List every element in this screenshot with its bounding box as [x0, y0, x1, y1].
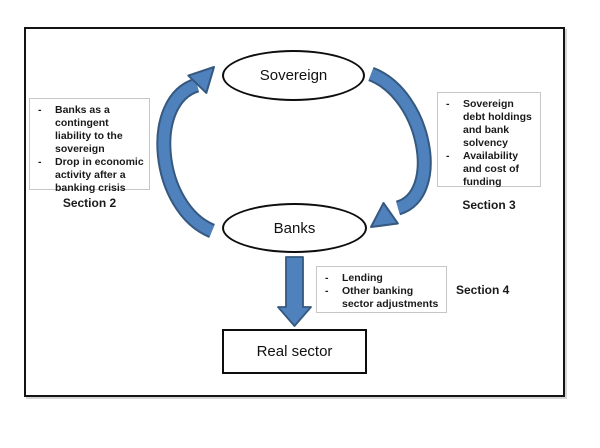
bullet-item: - Sovereign debt holdings and bank solve… [438, 98, 540, 150]
bullet-text: Banks as a contingent liability to the s… [55, 104, 123, 155]
bullet-text: Other banking sector adjustments [342, 285, 439, 310]
bottom-info-box: - Lending - Other banking sector adjustm… [316, 266, 447, 313]
node-real-sector-label: Real sector [256, 343, 333, 360]
bullet-dash: - [38, 156, 42, 168]
node-real-sector: Real sector [222, 329, 367, 374]
bullet-dash: - [325, 272, 329, 284]
node-sovereign-label: Sovereign [259, 67, 328, 84]
bullet-dash: - [446, 98, 450, 110]
bullet-dash: - [325, 285, 329, 297]
left-info-box: - Banks as a contingent liability to the… [29, 98, 150, 194]
node-banks: Banks [222, 203, 367, 253]
section-2-label: Section 2 [62, 196, 117, 210]
bullet-item: - Drop in economic activity after a bank… [30, 156, 149, 195]
bullet-text: Availability and cost of funding [463, 150, 520, 188]
right-info-box: - Sovereign debt holdings and bank solve… [437, 92, 541, 189]
bullet-item: - Banks as a contingent liability to the… [30, 104, 149, 156]
bullet-dash: - [446, 150, 450, 162]
bullet-text: Drop in economic activity after a bankin… [55, 156, 144, 194]
bullet-item: - Other banking sector adjustments [317, 285, 446, 311]
bullet-text: Sovereign debt holdings and bank solvenc… [463, 98, 532, 149]
node-sovereign: Sovereign [222, 50, 365, 101]
bullet-dash: - [38, 104, 42, 116]
bullet-item: - Lending [317, 272, 446, 285]
node-banks-label: Banks [273, 219, 316, 237]
bullet-item: - Availability and cost of funding [438, 150, 540, 189]
section-4-label: Section 4 [456, 283, 510, 297]
bullet-text: Lending [342, 272, 383, 284]
section-3-label: Section 3 [462, 198, 516, 212]
